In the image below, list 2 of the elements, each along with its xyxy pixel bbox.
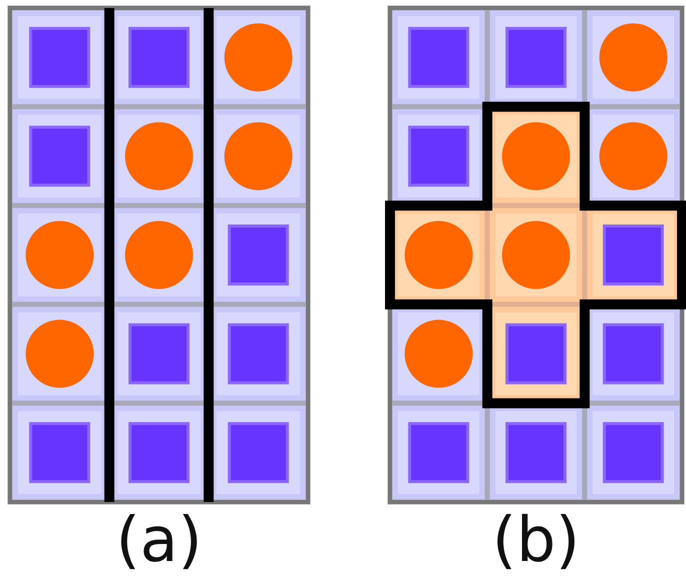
panel-label: (a) [114, 502, 204, 578]
panel-label: (b) [491, 502, 581, 578]
